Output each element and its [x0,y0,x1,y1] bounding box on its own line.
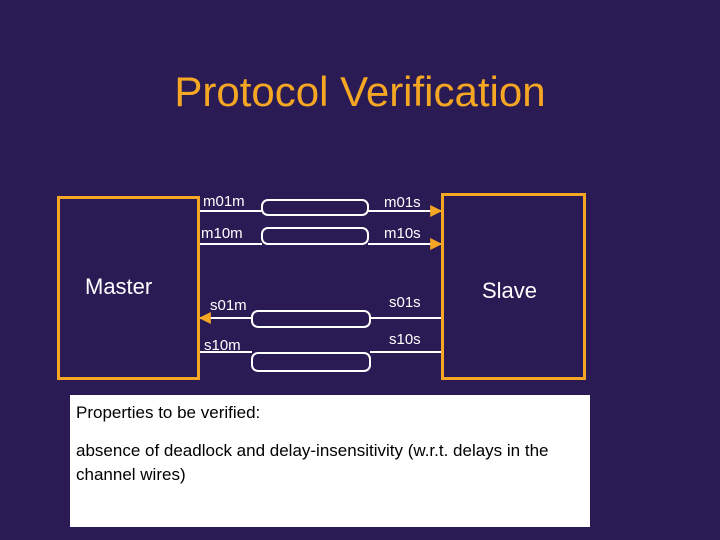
signal-m10s: m10s [384,225,421,242]
master-block [57,196,200,380]
properties-box: Properties to be verified: absence of de… [70,395,590,527]
channel-s10 [251,352,371,372]
properties-body: absence of deadlock and delay-insensitiv… [76,441,549,484]
signal-m10m: m10m [201,225,243,242]
slide-title: Protocol Verification [174,68,546,115]
channel-s01 [251,310,371,328]
signal-m01s: m01s [384,194,421,211]
channel-m10 [261,227,369,245]
signal-s10m: s10m [204,337,241,354]
slave-block [441,193,586,380]
signal-s01s: s01s [389,294,421,311]
signal-s01m: s01m [210,297,247,314]
signal-s10s: s10s [389,331,421,348]
master-label: Master [85,274,153,299]
channel-m01 [261,199,369,216]
signal-m01m: m01m [203,193,245,210]
properties-heading: Properties to be verified: [76,403,261,422]
slave-label: Slave [482,278,538,303]
